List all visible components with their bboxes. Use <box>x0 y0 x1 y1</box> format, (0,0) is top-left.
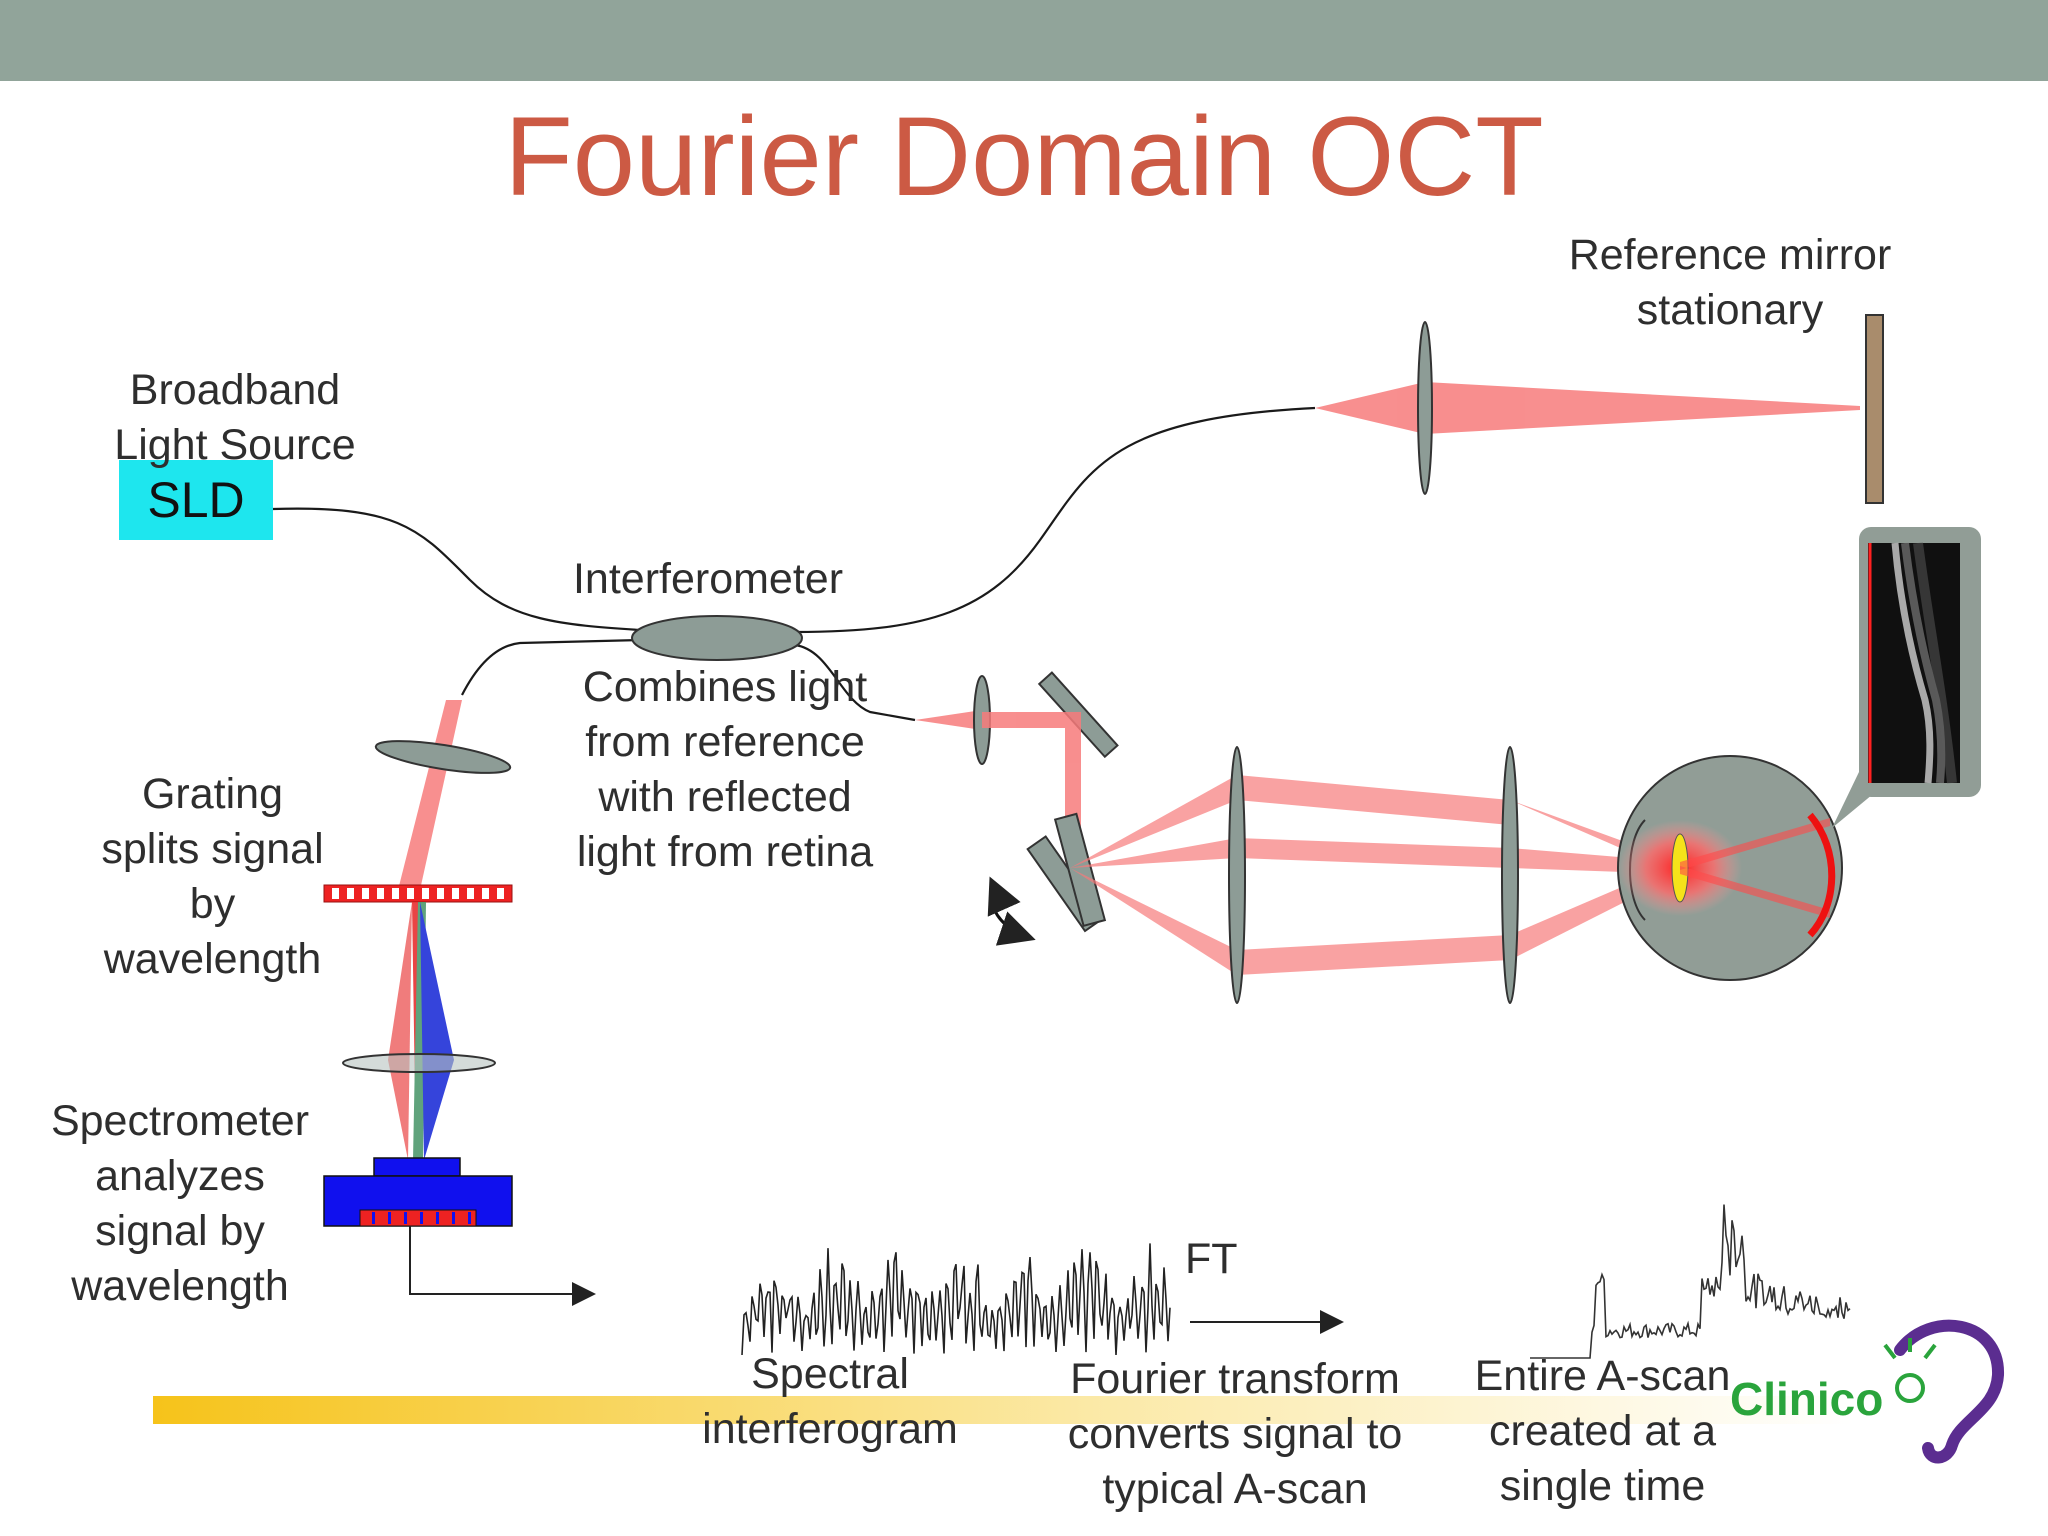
reference-beam <box>1315 382 1860 434</box>
grating-tooth <box>377 888 384 899</box>
spectrometer-line-1: Spectrometer <box>50 1097 310 1145</box>
fourier-label: Fourier transform converts signal to typ… <box>1040 1352 1430 1517</box>
grating-line-1: Grating <box>141 770 283 818</box>
grating-tooth <box>422 888 429 899</box>
grating-label: Grating splits signal by wavelength <box>80 767 345 987</box>
detector-pixel-divider <box>404 1212 407 1224</box>
detector-pixel-divider <box>436 1212 439 1224</box>
ascan-line-1: Entire A-scan <box>1474 1352 1731 1400</box>
grating-line-3: by <box>189 880 236 928</box>
spectrometer-line-3: signal by <box>95 1207 265 1255</box>
spectral-line-1: Spectral <box>751 1350 909 1398</box>
collimating-lens <box>374 740 512 774</box>
combines-label: Combines light from reference with refle… <box>550 660 900 880</box>
fourier-line-1: Fourier transform <box>1070 1355 1400 1403</box>
spectral-interferogram-plot <box>741 1243 1171 1356</box>
reference-mirror-line-1: Reference mirror <box>1568 231 1892 279</box>
ascan-line-3: single time <box>1499 1462 1706 1510</box>
dispersed-beams <box>388 902 454 1160</box>
eye-icon <box>1617 755 1843 981</box>
sample-beam-in <box>915 710 982 730</box>
grating-tooth <box>407 888 414 899</box>
grating-tooth <box>332 888 339 899</box>
scan-lens-2 <box>1501 746 1519 1004</box>
detector-pixel-divider <box>420 1212 423 1224</box>
detector-pixel-divider <box>452 1212 455 1224</box>
ascan-label: Entire A-scan created at a single time <box>1450 1349 1755 1514</box>
combines-line-4: light from retina <box>576 828 874 876</box>
grating-tooth <box>482 888 489 899</box>
grating-line-2: splits signal <box>101 825 324 873</box>
detector-pixel-divider <box>468 1212 471 1224</box>
fiber-sample <box>794 643 916 722</box>
light-source-label: Broadband Light Source <box>95 363 375 473</box>
light-source-line-1: Broadband <box>129 366 341 414</box>
reference-lens <box>1417 321 1433 495</box>
grating-tooth <box>497 888 504 899</box>
combines-line-3: with reflected <box>598 773 852 821</box>
ear-smile-icon <box>1883 1319 2005 1464</box>
diffraction-grating <box>323 884 513 903</box>
spectrometer-line-4: wavelength <box>71 1262 289 1310</box>
rotate-arrow-icon <box>987 876 1036 946</box>
reference-mirror <box>1865 314 1884 504</box>
interferometer-label: Interferometer <box>572 555 844 603</box>
focusing-lens <box>342 1053 496 1073</box>
scan-beams <box>1070 775 1680 975</box>
detector-pixel-divider <box>388 1212 391 1224</box>
spectrometer-line-2: analyzes <box>95 1152 265 1200</box>
grating-tooth <box>467 888 474 899</box>
detector-pixel-divider <box>372 1212 375 1224</box>
grating-line-4: wavelength <box>103 935 322 983</box>
grating-tooth <box>347 888 354 899</box>
galvo-scanner <box>1026 812 1107 933</box>
grating-tooth <box>437 888 444 899</box>
ft-label: FT <box>1185 1235 1238 1283</box>
spectrometer-detector <box>323 1157 513 1227</box>
reference-mirror-line-2: stationary <box>1636 286 1824 334</box>
grating-tooth <box>392 888 399 899</box>
spectrometer-beam-in <box>398 700 462 890</box>
clinico-logo-text: Clinico <box>1730 1373 1884 1425</box>
scan-lens-1 <box>1228 746 1246 1004</box>
slide-title: Fourier Domain OCT <box>504 94 1544 219</box>
fiber-reference <box>794 406 1316 634</box>
ascan-line-2: created at a <box>1488 1407 1717 1455</box>
detector-output-arrow <box>409 1226 596 1306</box>
fiber-source <box>272 507 641 632</box>
interferometer-coupler <box>631 615 803 661</box>
ascan-plot <box>1530 1204 1851 1359</box>
spectrometer-label: Spectrometer analyzes signal by waveleng… <box>35 1094 325 1314</box>
spectral-label: Spectral interferogram <box>680 1347 980 1457</box>
combines-line-1: Combines light <box>582 663 868 711</box>
reference-mirror-label: Reference mirror stationary <box>1540 228 1920 338</box>
spectral-line-2: interferogram <box>702 1405 958 1453</box>
grating-tooth <box>362 888 369 899</box>
grating-tooth <box>452 888 459 899</box>
combines-line-2: from reference <box>585 718 865 766</box>
optical-fibers <box>272 406 1316 722</box>
sld-source-box: SLD <box>119 460 273 540</box>
gradient-band <box>153 1396 1853 1424</box>
fourier-line-3: typical A-scan <box>1102 1465 1368 1513</box>
bscan-image <box>1859 527 1981 797</box>
header-bar <box>0 0 2048 81</box>
fourier-line-2: converts signal to <box>1067 1410 1403 1458</box>
fiber-spectrometer <box>461 638 641 696</box>
light-source-line-2: Light Source <box>114 421 356 469</box>
